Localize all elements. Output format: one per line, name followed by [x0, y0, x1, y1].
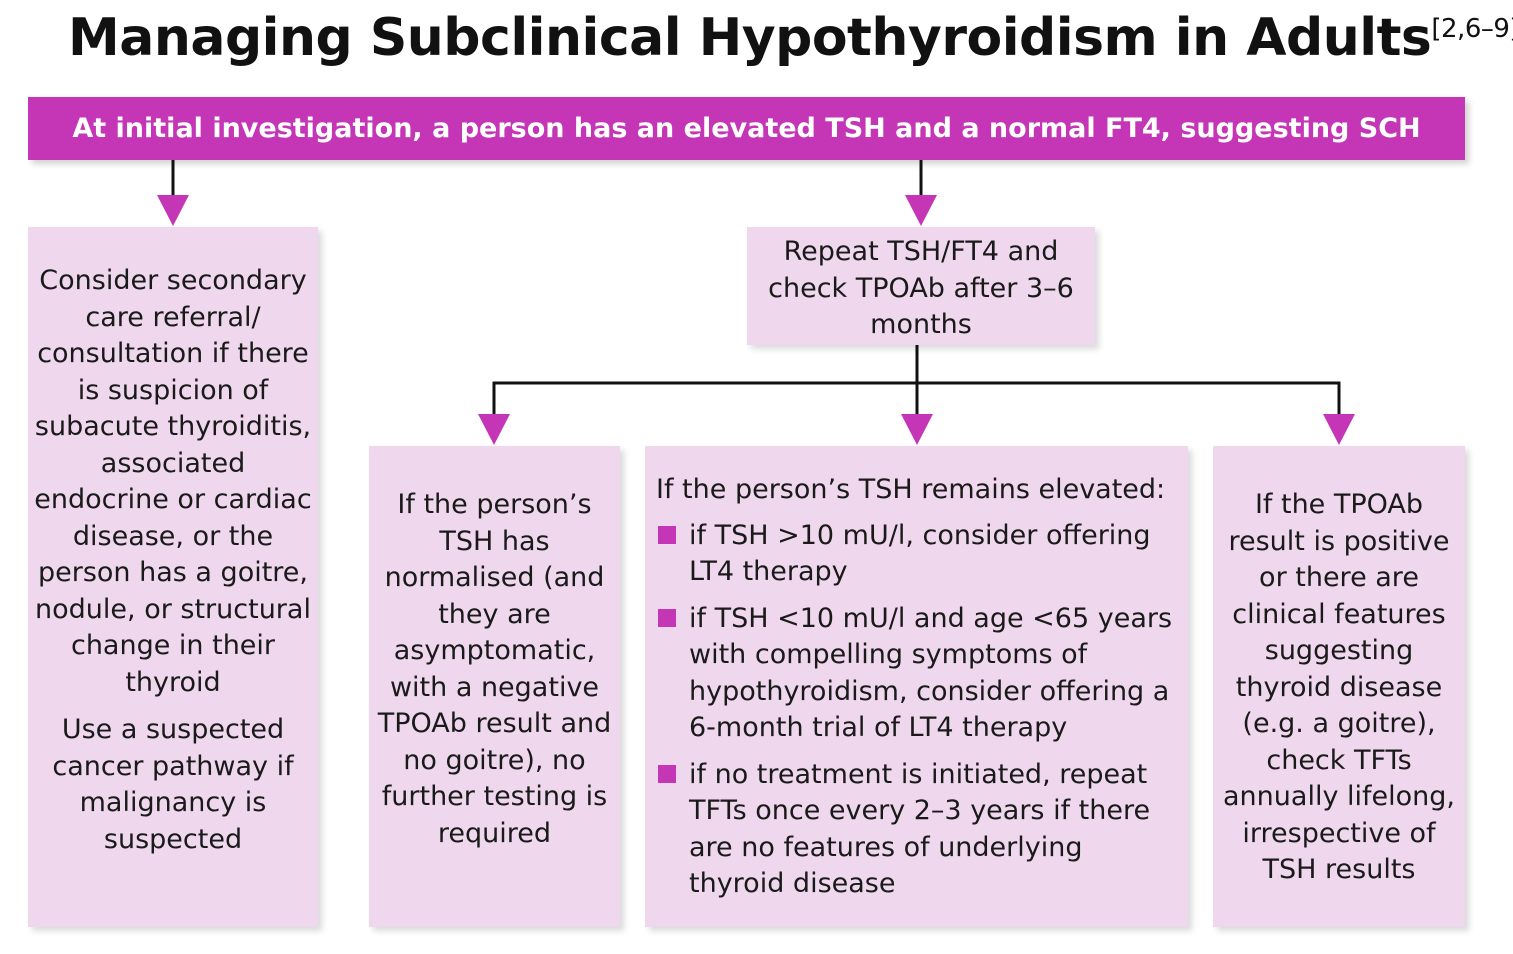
arrowhead-repeat-box: [905, 195, 937, 226]
bullet-text: if TSH >10 mU/l, consider offering LT4 t…: [689, 519, 1151, 588]
list-item: if no treatment is initiated, repeat TFT…: [656, 757, 1180, 903]
repeat-tests-text: Repeat TSH/FT4 and check TPOAb after 3–6…: [768, 236, 1074, 340]
list-item: if TSH <10 mU/l and age <65 years with c…: [656, 601, 1180, 747]
list-item: if TSH >10 mU/l, consider offering LT4 t…: [656, 518, 1180, 591]
tsh-normalised-box: If the person’s TSH has normalised (and …: [369, 446, 620, 927]
title-text: Managing Subclinical Hypothyroidism in A…: [68, 8, 1432, 68]
tsh-normalised-text: If the person’s TSH has normalised (and …: [377, 489, 612, 849]
page-title: Managing Subclinical Hypothyroidism in A…: [68, 8, 1513, 68]
banner-text: At initial investigation, a person has a…: [72, 113, 1421, 144]
tsh-elevated-intro: If the person’s TSH remains elevated:: [656, 474, 1166, 505]
secondary-care-referral-box: Consider secondary care referral/ consul…: [28, 227, 318, 927]
tsh-elevated-box: If the person’s TSH remains elevated: if…: [645, 446, 1188, 927]
arrowhead-normalised-box: [478, 414, 510, 445]
tsh-elevated-bullet-list: if TSH >10 mU/l, consider offering LT4 t…: [656, 518, 1180, 903]
bullet-text: if TSH <10 mU/l and age <65 years with c…: [689, 602, 1173, 744]
bullet-square-icon: [658, 525, 676, 544]
repeat-tests-box: Repeat TSH/FT4 and check TPOAb after 3–6…: [747, 227, 1095, 345]
bullet-text: if no treatment is initiated, repeat TFT…: [689, 758, 1151, 900]
referral-paragraph: Consider secondary care referral/ consul…: [34, 265, 312, 698]
title-references: [2,6–9]: [1431, 14, 1513, 44]
initial-investigation-banner: At initial investigation, a person has a…: [28, 97, 1465, 160]
arrowhead-tpoab-box: [1323, 414, 1355, 445]
bullet-square-icon: [658, 764, 676, 783]
connector-split-bar: [492, 381, 1341, 416]
tpoab-positive-text: If the TPOAb result is positive or there…: [1223, 489, 1455, 885]
arrowhead-left-box: [157, 195, 189, 226]
arrowhead-elevated-box: [901, 414, 933, 445]
bullet-square-icon: [658, 608, 676, 627]
cancer-pathway-paragraph: Use a suspected cancer pathway if malign…: [52, 714, 294, 855]
tpoab-positive-box: If the TPOAb result is positive or there…: [1213, 446, 1465, 927]
